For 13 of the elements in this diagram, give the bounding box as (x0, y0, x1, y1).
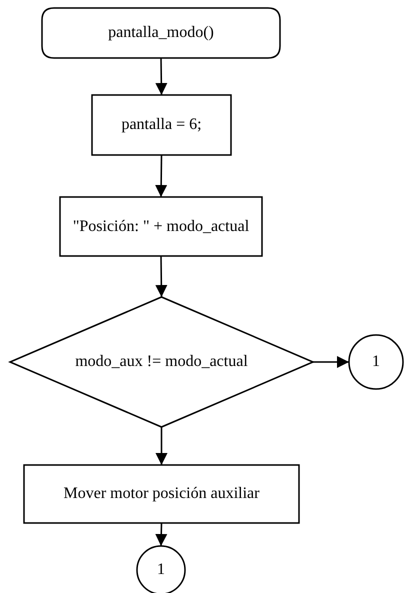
node-label: 1 (372, 353, 380, 371)
arrow (155, 256, 168, 298)
node-label: Mover motor posición auxiliar (64, 485, 260, 503)
node-label: modo_aux != modo_actual (75, 353, 248, 371)
arrow (155, 155, 168, 197)
node-label: pantalla = 6; (121, 116, 202, 134)
arrow (156, 427, 168, 465)
arrow (155, 58, 168, 96)
node-label: pantalla_modo() (108, 24, 214, 42)
arrow (155, 522, 168, 546)
node-label: 1 (157, 561, 165, 579)
node-label: "Posición: " + modo_actual (72, 218, 250, 236)
arrow (313, 356, 349, 368)
